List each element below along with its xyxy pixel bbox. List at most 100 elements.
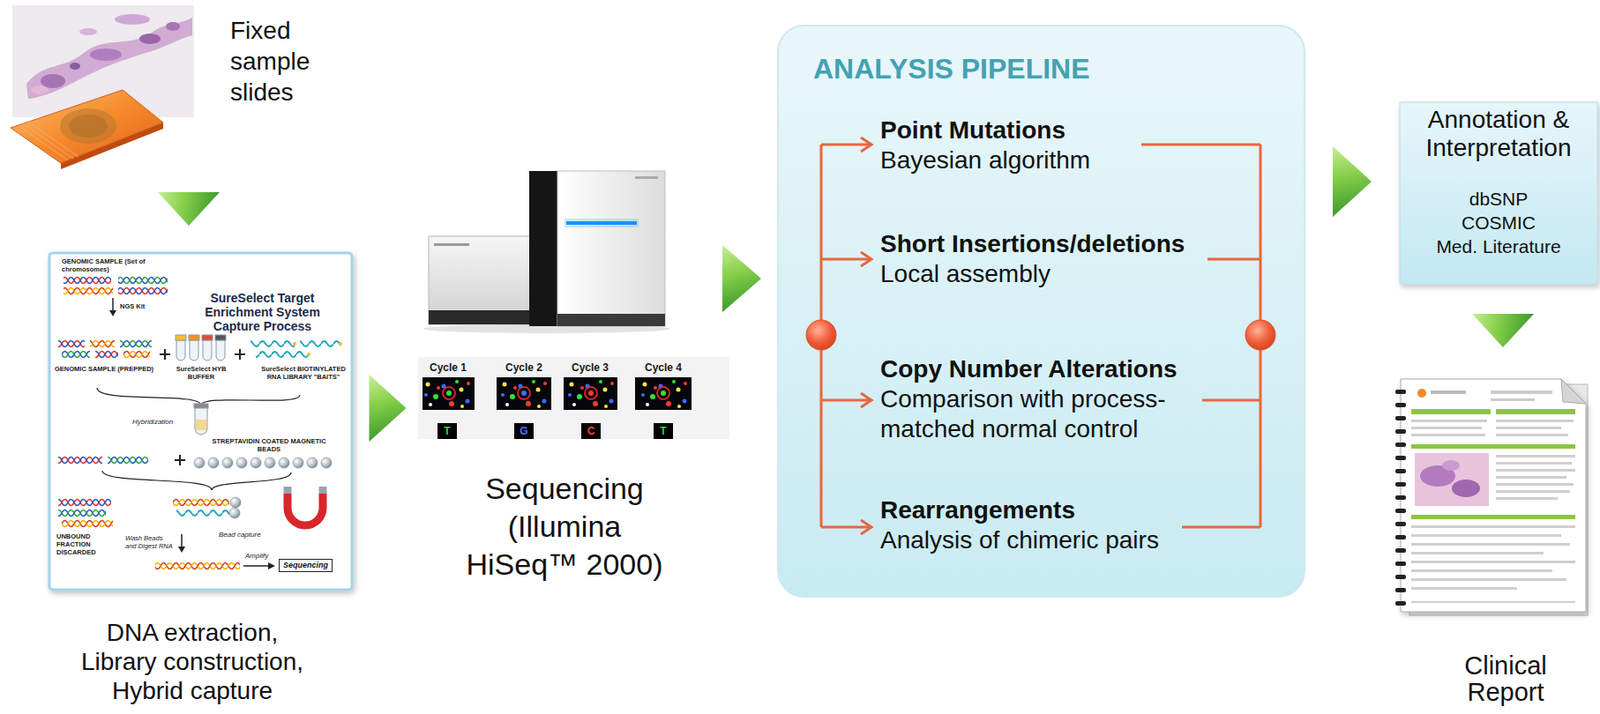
magnetic-beads — [250, 457, 262, 469]
sequencing-cycles-image — [521, 390, 527, 397]
tissue-image — [79, 28, 98, 36]
source-item: dbSNP — [1406, 186, 1591, 211]
process-arrows — [234, 349, 246, 360]
dna-strands — [299, 338, 341, 350]
cycle-label: Cycle 4 — [636, 361, 690, 374]
panel-title: ANALYSIS PIPELINE — [813, 52, 1272, 86]
dna-strands — [155, 560, 240, 572]
clinical-report-image — [1395, 482, 1406, 487]
illustration-label: GENOMIC SAMPLE (Set of chromosomes) — [61, 257, 150, 274]
magnetic-beads — [194, 457, 332, 519]
flow-arrow — [157, 164, 220, 254]
reagent-tubes — [194, 403, 209, 409]
sequencing-cycles-image — [514, 423, 534, 440]
illustration-label: SureSelect HYB BUFFER — [169, 365, 233, 382]
dna-strands — [176, 508, 230, 519]
dna-strands — [107, 455, 149, 466]
stage-label: Sequencing (Illumina HiSeq™ 2000) — [458, 470, 671, 584]
bracket-node-dot — [806, 320, 837, 351]
clinical-report-image — [1395, 429, 1406, 434]
dna-strands — [63, 275, 112, 286]
base-call-letter: T — [653, 424, 673, 439]
capture-box-outline — [49, 253, 352, 591]
sequencer-image — [566, 221, 637, 225]
cycle-label: Cycle 2 — [497, 361, 551, 374]
arrow-heads — [109, 310, 117, 317]
dna-strands — [338, 342, 343, 346]
step-heading: Rearrangements — [880, 495, 1225, 526]
magnetic-beads — [306, 457, 318, 469]
illustration-title: SureSelect Target Enrichment System Capt… — [180, 291, 344, 334]
tissue-image — [114, 14, 150, 25]
pipeline-step: Short Insertions/deletionsLocal assembly — [880, 229, 1225, 290]
glass-slide — [68, 114, 108, 138]
step-heading: Short Insertions/deletions — [880, 229, 1225, 260]
dna-strands — [118, 285, 168, 297]
illustration-label: Hybridization — [132, 418, 173, 427]
reagent-tubes — [188, 335, 200, 341]
clinical-report-image — [1395, 575, 1406, 580]
clinical-report-image — [1451, 479, 1481, 498]
sequencing-cycles-image — [442, 387, 456, 400]
magnetic-beads — [230, 497, 241, 509]
clinical-report-image — [1490, 398, 1535, 402]
reagent-tubes — [175, 335, 187, 341]
magnetic-beads — [292, 457, 304, 469]
stage-label: Clinical Report — [1443, 652, 1568, 706]
sequencer-image — [564, 218, 639, 228]
process-arrows — [102, 471, 212, 491]
clinical-report-image — [1495, 409, 1576, 415]
clinical-report-image — [1495, 433, 1569, 437]
clinical-report-image — [1395, 535, 1406, 540]
cycle-label: Cycle 3 — [563, 361, 617, 374]
clinical-report-image — [1400, 379, 1586, 613]
step-detail: Analysis of chimeric pairs — [880, 525, 1225, 556]
illustration-label: UNBOUND FRACTION DISCARDED — [56, 532, 120, 557]
tissue-image — [40, 74, 66, 89]
arrow-heads — [178, 546, 186, 554]
annotation-box-shape — [1399, 102, 1598, 285]
cycle-label: Cycle 1 — [421, 361, 475, 374]
pipeline-bracket — [860, 137, 872, 535]
clinical-report-image — [1395, 561, 1406, 567]
magnetic-beads — [264, 457, 276, 469]
clinical-report-image — [1495, 426, 1562, 430]
magnetic-beads — [278, 457, 290, 469]
base-call-letter: C — [581, 424, 601, 439]
clinical-report-image — [1395, 379, 1588, 616]
sequencing-cycles-image — [442, 387, 670, 400]
glass-slide — [17, 121, 79, 161]
dna-strands — [61, 518, 113, 530]
pipeline-step: RearrangementsAnalysis of chimeric pairs — [880, 495, 1225, 556]
clinical-report-image — [1395, 601, 1406, 606]
stage-label: DNA extraction, Library construction, Hy… — [77, 618, 307, 706]
pipeline-panel-shape — [777, 25, 1305, 598]
clinical-report-image — [1411, 515, 1576, 520]
dna-strands — [58, 508, 106, 519]
magnetic-beads — [321, 457, 332, 469]
clinical-report-image — [1430, 390, 1466, 395]
clinical-report-image — [1495, 497, 1558, 501]
illustration-label: Wash Beads and Digest RNA — [125, 534, 173, 551]
reagent-tubes — [194, 407, 208, 435]
reagent-tubes — [202, 340, 212, 361]
magnet-symbol — [284, 486, 328, 526]
clinical-report-image — [1411, 433, 1486, 437]
clinical-report-image — [1417, 388, 1427, 398]
clinical-report-image — [1495, 490, 1571, 494]
dna-strands — [118, 275, 168, 286]
process-arrows — [112, 298, 114, 312]
sequencing-step-box: Sequencing — [278, 559, 333, 573]
dna-strands — [63, 285, 113, 297]
box-heading: Annotation & Interpretation — [1406, 105, 1591, 163]
magnet-symbol — [319, 486, 328, 494]
glass-slide — [10, 89, 164, 164]
sequencing-cycles-image — [660, 390, 666, 397]
dna-strands — [89, 338, 115, 350]
clinical-report-image — [1411, 409, 1491, 415]
clinical-report-image — [1395, 442, 1406, 448]
dna-strands — [123, 349, 150, 360]
clinical-report-image — [1495, 462, 1572, 465]
glass-slide — [59, 108, 117, 144]
capture-box-outline — [49, 253, 352, 591]
